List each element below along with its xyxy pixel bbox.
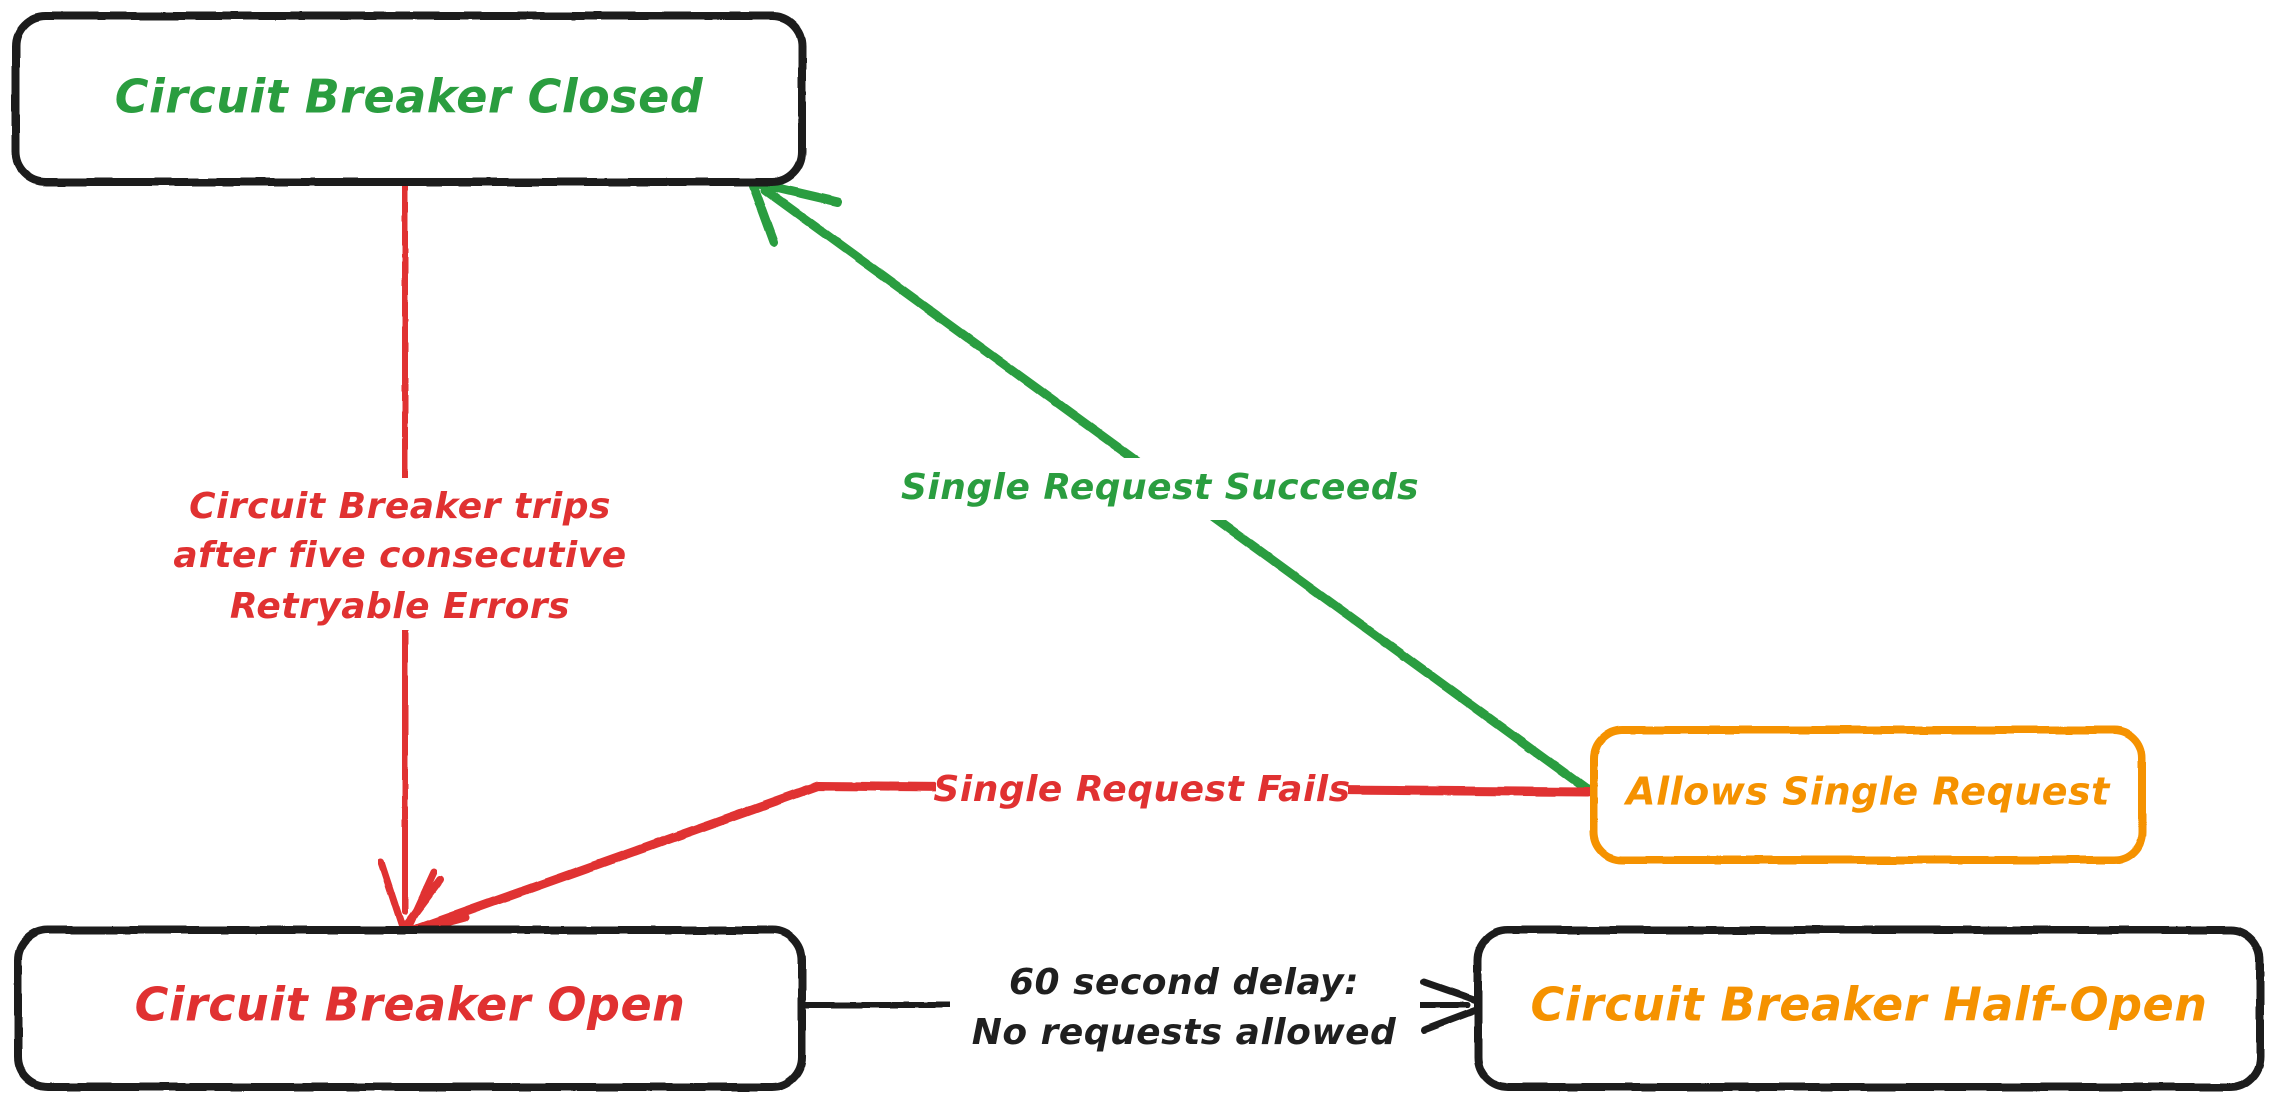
node-open-label: Circuit Breaker Open — [135, 978, 686, 1032]
edge-label-open-to-half-open-line1: 60 second delay: — [1009, 962, 1359, 1003]
node-circuit-breaker-closed[interactable]: Circuit Breaker Closed — [12, 12, 806, 186]
edge-label-open-to-half-open-bg — [950, 955, 1420, 1065]
node-allows-label: Allows Single Request — [1623, 770, 2111, 814]
edge-label-allows-to-open: Single Request Fails — [933, 762, 1350, 820]
edge-label-allows-to-open-bg — [936, 762, 1348, 820]
node-allows-box[interactable] — [1590, 726, 2146, 864]
edge-label-open-to-half-open: 60 second delay: No requests allowed — [950, 955, 1420, 1065]
node-half-open-box[interactable] — [1474, 926, 2264, 1091]
node-closed-box[interactable] — [12, 12, 806, 186]
edge-label-closed-to-open-bg — [180, 478, 630, 630]
edge-label-closed-to-open-line1: Circuit Breaker trips — [189, 486, 611, 527]
node-circuit-breaker-open[interactable]: Circuit Breaker Open — [14, 926, 806, 1091]
node-allows-single-request[interactable]: Allows Single Request — [1590, 726, 2146, 864]
edge-label-closed-to-open: Circuit Breaker trips after five consecu… — [173, 478, 630, 630]
edge-label-allows-to-open-text: Single Request Fails — [933, 769, 1350, 810]
edge-label-allows-to-closed-text: Single Request Succeeds — [901, 467, 1419, 508]
edge-label-allows-to-closed: Single Request Succeeds — [901, 458, 1419, 520]
edge-label-allows-to-closed-bg — [910, 458, 1410, 520]
edge-label-closed-to-open-line3: Retryable Errors — [230, 586, 570, 627]
node-half-open-label: Circuit Breaker Half-Open — [1531, 978, 2208, 1032]
node-circuit-breaker-half-open[interactable]: Circuit Breaker Half-Open — [1474, 926, 2264, 1091]
node-closed-label: Circuit Breaker Closed — [115, 70, 704, 124]
edge-label-closed-to-open-line2: after five consecutive — [173, 535, 626, 576]
node-open-box[interactable] — [14, 926, 806, 1091]
edge-label-open-to-half-open-line2: No requests allowed — [972, 1012, 1397, 1053]
